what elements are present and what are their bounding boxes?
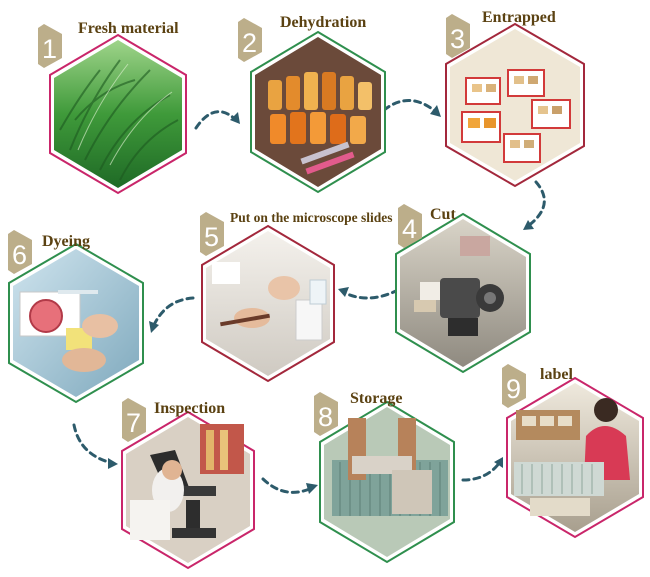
step-4: 4 Cut xyxy=(395,204,531,374)
staining-dishes xyxy=(19,290,118,372)
step-8-number: 8 xyxy=(318,402,333,432)
step-7-title: Inspection xyxy=(154,400,225,417)
step-7-number: 7 xyxy=(126,408,141,438)
step-5-number: 5 xyxy=(204,222,219,252)
step-4-number: 4 xyxy=(402,214,417,244)
step-5: 5 Put on the microscope slides xyxy=(200,210,393,383)
slide-boxes xyxy=(332,418,448,516)
step-3-title: Entrapped xyxy=(482,9,556,26)
jars xyxy=(268,72,372,175)
step-6: 6 Dyeing xyxy=(8,230,144,404)
microtome xyxy=(414,236,504,336)
step-6-badge xyxy=(8,230,32,274)
step-7-badge xyxy=(122,398,146,442)
step-3-number: 3 xyxy=(450,24,465,54)
step-1: 1 Fresh material xyxy=(38,20,187,195)
labeling-scene xyxy=(514,398,630,516)
step-2-title: Dehydration xyxy=(280,14,366,31)
arrow-7-to-8 xyxy=(261,477,314,494)
connector-arrows xyxy=(72,99,546,494)
step-3-badge xyxy=(446,14,470,58)
step-1-badge xyxy=(38,24,62,68)
step-9-title: label xyxy=(540,366,573,383)
step-5-title: Put on the microscope slides xyxy=(230,210,393,225)
step-6-title: Dyeing xyxy=(42,233,90,250)
step-1-photo xyxy=(54,40,182,188)
arrow-8-to-9 xyxy=(461,460,502,482)
arrow-3-to-4 xyxy=(526,180,546,228)
step-8: 8 Storage xyxy=(314,390,455,564)
hands-and-slides xyxy=(212,262,327,341)
step-7: 7 Inspection xyxy=(121,398,255,570)
microscope-scene xyxy=(130,424,244,540)
arrow-6-to-7 xyxy=(72,423,114,465)
step-8-badge xyxy=(314,392,338,436)
paraffin-trays xyxy=(461,69,571,163)
step-9: 9 label xyxy=(502,364,644,539)
step-2-number: 2 xyxy=(242,28,257,58)
arrow-2-to-3 xyxy=(382,99,438,114)
step-1-number: 1 xyxy=(42,34,57,64)
step-6-number: 6 xyxy=(12,240,27,270)
step-4-title: Cut xyxy=(430,206,456,223)
step-8-title: Storage xyxy=(350,390,402,407)
step-2-badge xyxy=(238,18,262,62)
step-2: 2 Dehydration xyxy=(238,14,386,194)
step-4-badge xyxy=(398,204,422,248)
step-9-badge xyxy=(502,364,526,408)
step-5-badge xyxy=(200,212,224,256)
step-1-title: Fresh material xyxy=(78,20,179,37)
arrow-5-to-6 xyxy=(151,296,195,329)
step-3: 3 Entrapped xyxy=(445,9,585,188)
arrow-1-to-2 xyxy=(194,110,238,130)
step-9-number: 9 xyxy=(506,374,521,404)
arrow-4-to-5 xyxy=(341,288,400,300)
